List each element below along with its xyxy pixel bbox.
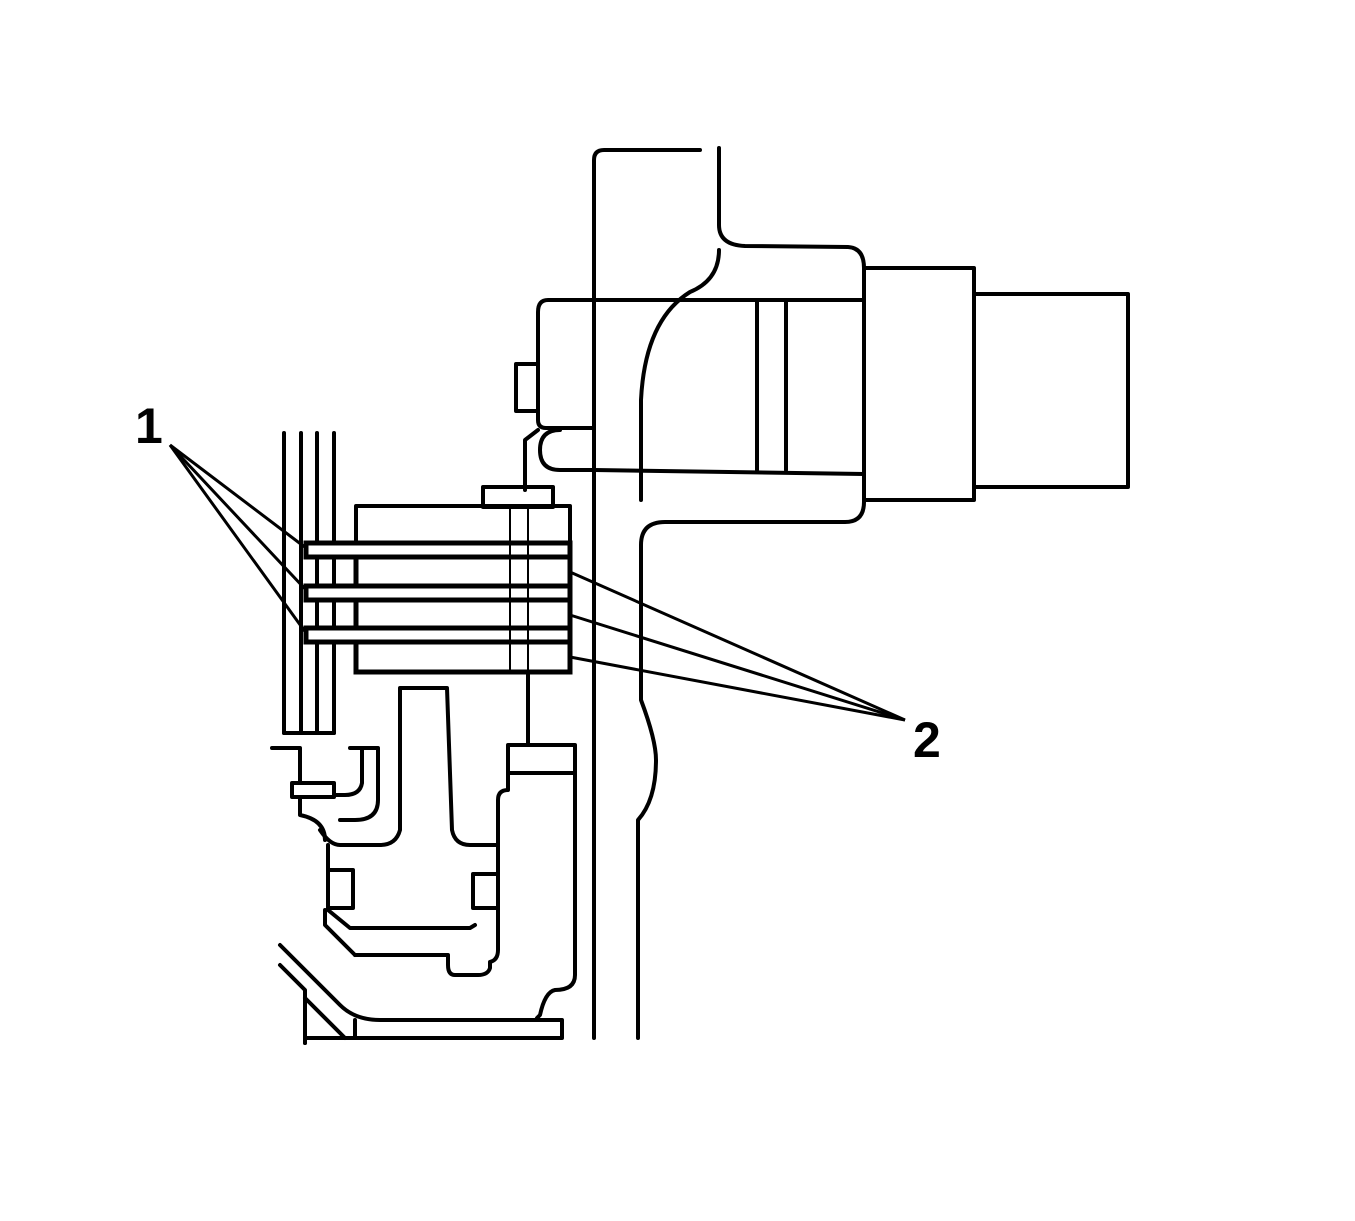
callout-label-2: 2 bbox=[913, 712, 941, 768]
friction-disc-2 bbox=[353, 597, 573, 631]
servo-housing bbox=[514, 266, 1130, 502]
base-plate bbox=[278, 943, 564, 1045]
friction-disc-3 bbox=[353, 639, 573, 675]
snap-ring-bracket bbox=[270, 746, 380, 842]
clutch-pack bbox=[303, 485, 573, 675]
servo-stem bbox=[523, 428, 540, 492]
input-shaft bbox=[282, 431, 336, 735]
friction-disc-1 bbox=[353, 554, 573, 589]
lower-drum bbox=[318, 670, 577, 1020]
callout-label-1: 1 bbox=[135, 398, 163, 454]
leader-lines-2 bbox=[569, 570, 906, 722]
case-housing bbox=[592, 146, 866, 1040]
leader-lines-1 bbox=[168, 443, 308, 634]
